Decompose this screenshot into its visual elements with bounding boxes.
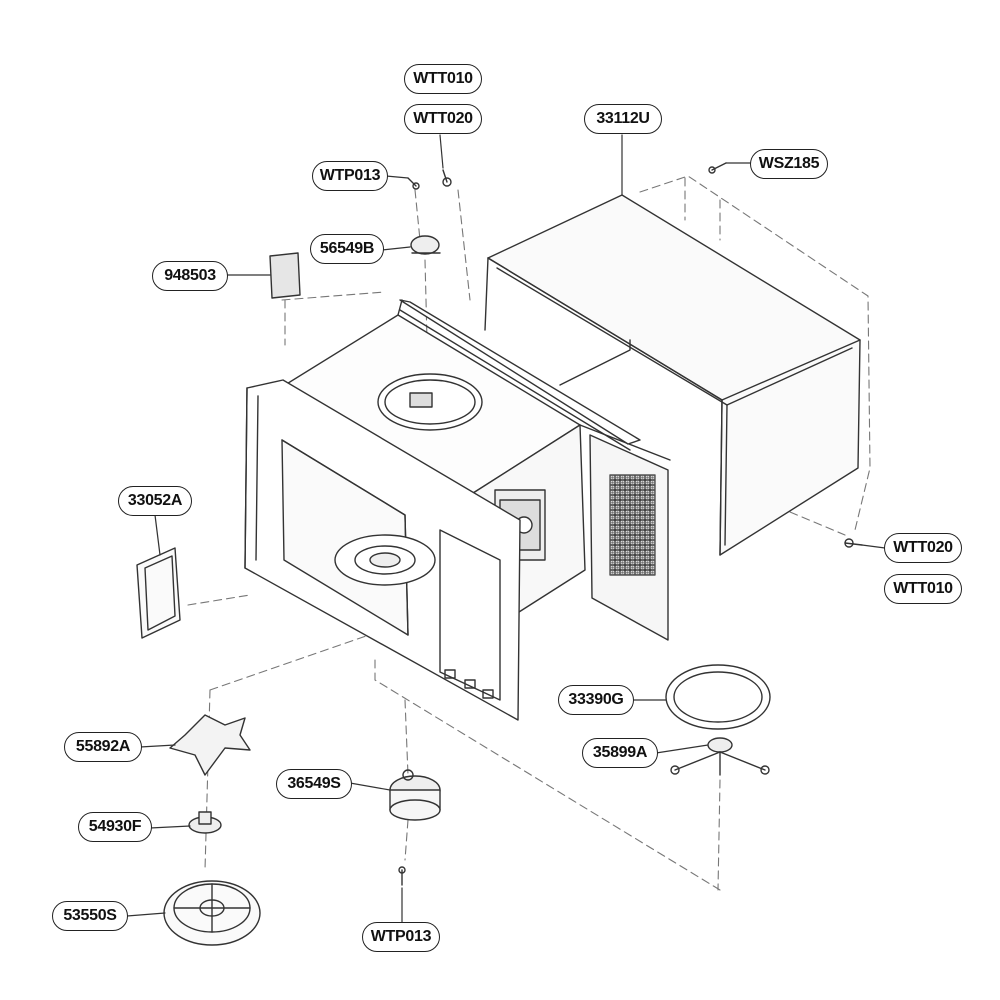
screw-wtp013-top	[407, 177, 420, 190]
part-label: WSZ185	[758, 155, 820, 172]
part-label: WTT020	[413, 110, 473, 127]
callout-33052a: 33052A	[118, 486, 192, 516]
callout-33390g: 33390G	[558, 685, 634, 715]
callout-53550s: 53550S	[52, 901, 128, 931]
part-56549b-shape	[410, 235, 441, 255]
callout-wtp013-top: WTP013	[312, 161, 388, 191]
leader-lines	[126, 134, 886, 923]
part-label: 53550S	[63, 907, 117, 924]
part-label: 35899A	[592, 744, 648, 761]
part-label: 36549S	[287, 775, 341, 792]
callout-55892a: 55892A	[64, 732, 142, 762]
screw-wsz185	[708, 162, 727, 174]
part-53550s-shape	[163, 880, 261, 946]
part-label: 33112U	[596, 110, 650, 127]
part-label: 56549B	[319, 240, 375, 257]
assembly-guide-lines	[187, 175, 871, 891]
screw-wtt020-top	[442, 169, 452, 187]
part-55892a-shape	[169, 714, 251, 776]
callout-948503: 948503	[152, 261, 228, 291]
callout-wtt020-top: WTT020	[404, 104, 482, 134]
callout-56549b: 56549B	[310, 234, 384, 264]
callout-wsz185: WSZ185	[750, 149, 828, 179]
part-label: 948503	[164, 267, 216, 284]
part-label: 55892A	[75, 738, 131, 755]
part-33052a-shape	[136, 547, 181, 639]
part-label: WTT020	[893, 539, 953, 556]
part-label: 33052A	[127, 492, 183, 509]
screw-wtp013-bottom	[398, 866, 406, 886]
part-948503-shape	[269, 252, 301, 299]
part-35899a-shape	[670, 737, 770, 776]
part-label: WTT010	[413, 70, 473, 87]
callout-wtt010-top: WTT010	[404, 64, 482, 94]
part-label: 33390G	[568, 691, 624, 708]
part-36549s-shape	[389, 769, 441, 821]
part-label: WTP013	[319, 167, 381, 184]
callout-33112u: 33112U	[584, 104, 662, 134]
front-frame	[244, 379, 521, 721]
part-54930f-shape	[188, 811, 222, 834]
part-label: 54930F	[88, 818, 142, 835]
callout-35899a: 35899A	[582, 738, 658, 768]
callout-wtt020-side: WTT020	[884, 533, 962, 563]
callout-wtp013-bottom: WTP013	[362, 922, 440, 952]
top-guide-rail	[399, 299, 641, 451]
screw-wtt020-side	[844, 538, 863, 548]
callout-36549s: 36549S	[276, 769, 352, 799]
part-33390g-shape	[665, 664, 771, 730]
part-label: WTP013	[370, 928, 432, 945]
callout-54930f: 54930F	[78, 812, 152, 842]
callout-wtt010-side: WTT010	[884, 574, 962, 604]
part-label: WTT010	[893, 580, 953, 597]
